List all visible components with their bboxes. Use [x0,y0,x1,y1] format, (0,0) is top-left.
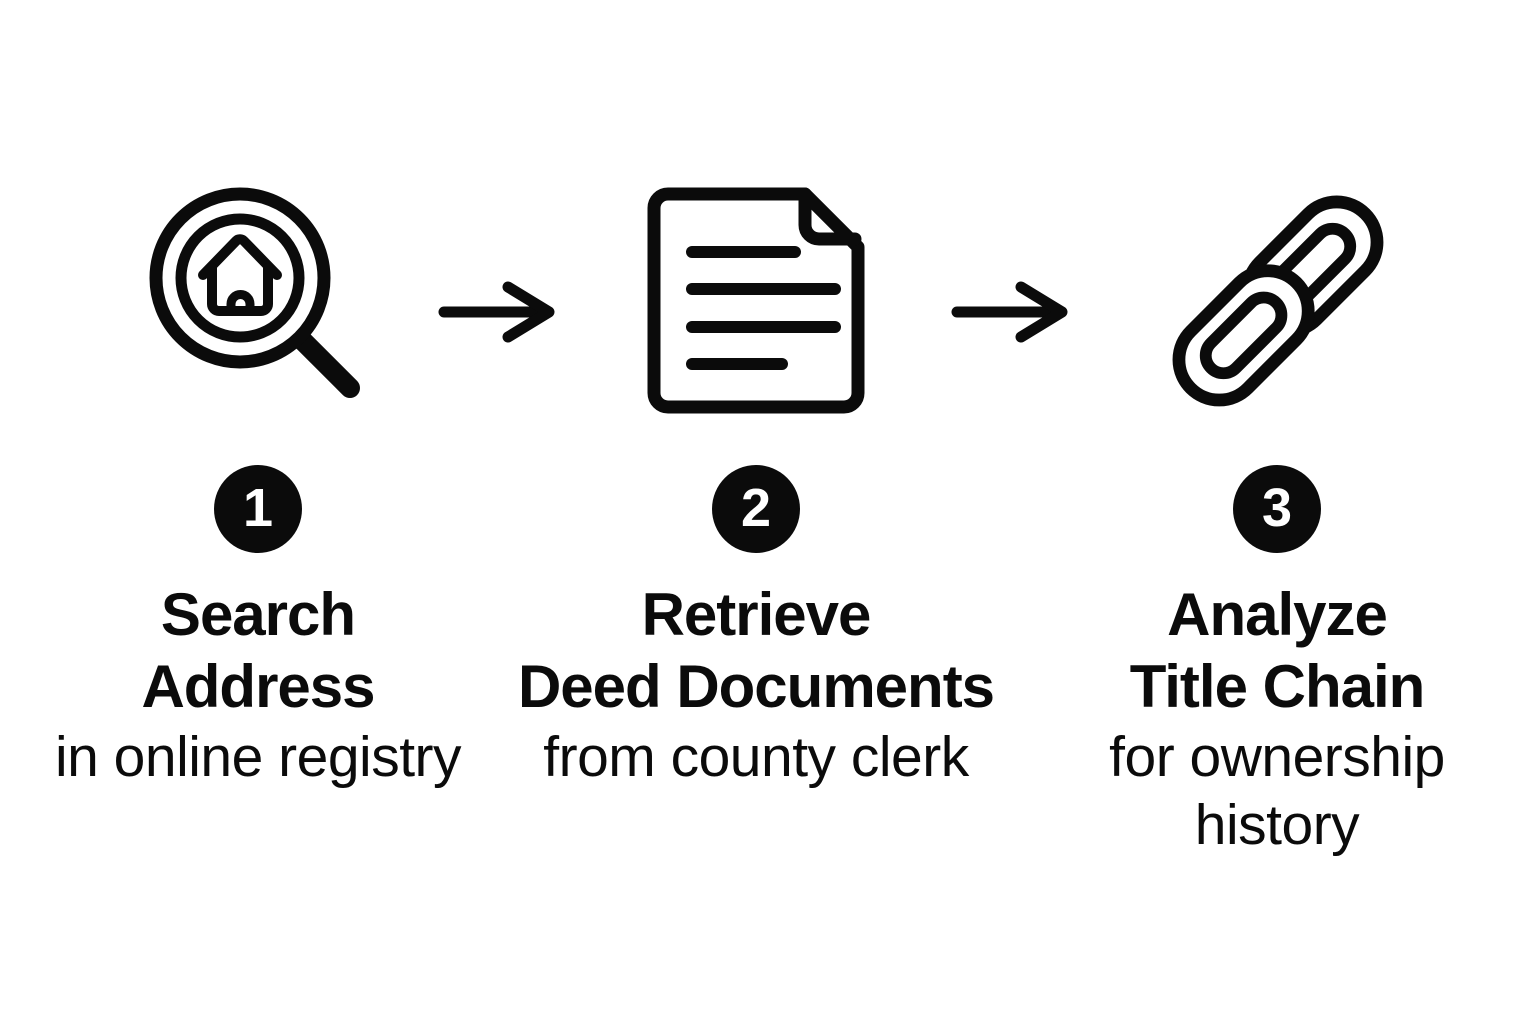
step-3: 3 Analyze Title Chain for ownership hist… [1017,0,1536,859]
step-title-line: Retrieve [641,581,872,648]
step-subtitle-line: in online registry [54,725,462,789]
deed-document-icon [647,187,865,413]
step-3-icon-box [1161,180,1393,420]
step-title-line: Title Chain [1129,653,1426,720]
right-arrow-icon [951,281,1068,343]
step-subtitle: for ownership history [1109,723,1445,859]
step-subtitle-line: history [1194,793,1360,857]
step-subtitle: in online registry [54,723,462,791]
step-2: 2 Retrieve Deed Documents from county cl… [496,0,1016,791]
step-subtitle-line: from county clerk [543,725,969,789]
house-search-icon [149,187,360,398]
step-title: Analyze Title Chain [1129,579,1426,723]
step-number-badge: 1 [214,465,302,553]
step-number: 1 [242,477,274,538]
step-title-line: Address [141,653,375,720]
step-2-icon-box [647,180,865,420]
step-number-badge: 2 [712,465,800,553]
step-1: 1 Search Address in online registry [0,0,518,791]
step-title-line: Analyze [1167,581,1388,648]
step-1-icon-box [146,180,370,420]
step-number: 3 [1261,477,1293,538]
step-number: 2 [740,477,772,538]
step-subtitle: from county clerk [543,723,969,791]
step-title: Retrieve Deed Documents [517,579,995,723]
chain-link-icon [1172,195,1384,407]
step-title: Search Address [141,579,375,723]
step-number-badge: 3 [1233,465,1321,553]
right-arrow-icon [438,281,555,343]
step-title-line: Search [160,581,356,648]
step-title-line: Deed Documents [517,653,995,720]
step-subtitle-line: for ownership [1109,725,1445,789]
